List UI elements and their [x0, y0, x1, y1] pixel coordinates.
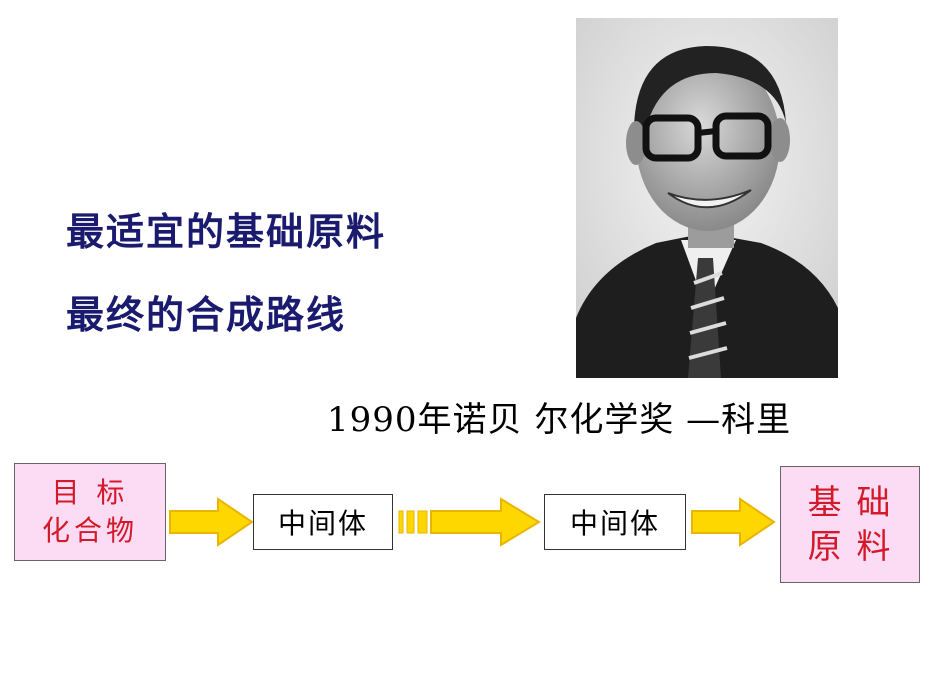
- target-compound-line-2: 化合物: [41, 514, 138, 547]
- portrait-photo: [576, 18, 838, 378]
- raw-material-line-2: 原 料: [807, 526, 893, 567]
- arrow-right-icon: [169, 497, 254, 547]
- raw-material-box: 基 础 原 料: [780, 466, 920, 583]
- intermediate-label-1: 中间体: [277, 507, 368, 540]
- caption: 1990年诺贝 尔化学奖 —科里: [327, 400, 792, 440]
- heading-line-1: 最适宜的基础原料: [66, 210, 387, 254]
- heading-line-2: 最终的合成路线: [66, 293, 347, 337]
- target-compound-box: 目 标 化合物: [14, 463, 166, 561]
- dashed-arrow-right-icon: [398, 497, 541, 547]
- intermediate-box-1: 中间体: [253, 494, 393, 550]
- target-compound-line-1: 目 标: [51, 476, 129, 509]
- arrow-right-icon: [691, 497, 776, 547]
- intermediate-box-2: 中间体: [544, 494, 686, 550]
- intermediate-label-2: 中间体: [569, 507, 660, 540]
- raw-material-line-1: 基 础: [807, 482, 893, 523]
